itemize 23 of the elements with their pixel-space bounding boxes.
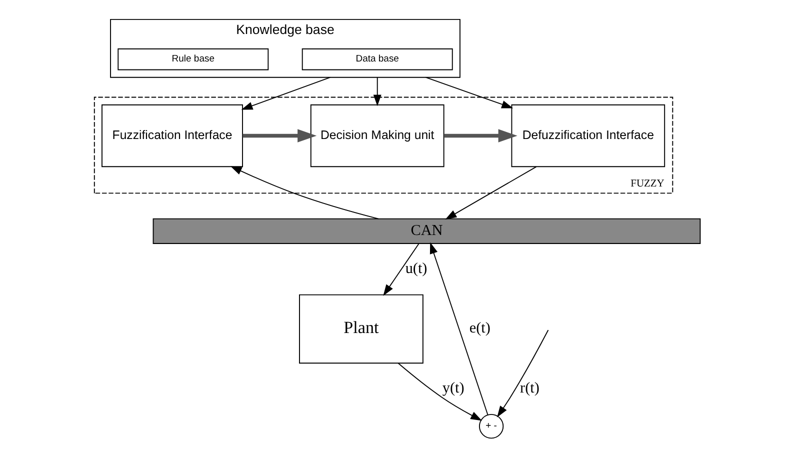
arrow — [240, 76, 330, 110]
edge-label: u(t) — [404, 260, 427, 277]
node-box: CAN — [152, 218, 700, 244]
arrow — [397, 362, 482, 421]
node-box: Plant — [298, 294, 423, 364]
arrow — [424, 76, 513, 108]
arrow — [444, 129, 517, 142]
arrow — [382, 243, 419, 296]
arrow — [429, 242, 488, 416]
node-box: Data base — [301, 48, 452, 70]
arrow — [242, 129, 316, 142]
edge-label: r(t) — [520, 379, 539, 396]
arrow — [230, 166, 378, 220]
arrow — [496, 330, 548, 418]
node-circle: + - — [478, 414, 504, 439]
node-box: Decision Making unit — [310, 104, 444, 168]
edge-label: y(t) — [442, 379, 464, 396]
node-box: Rule base — [117, 48, 268, 70]
edge-label: e(t) — [468, 320, 490, 337]
arrow — [444, 166, 536, 220]
node-box: Defuzzification Interface — [510, 104, 665, 168]
node-box: Fuzzification Interface — [101, 104, 242, 168]
arrow — [372, 76, 381, 106]
